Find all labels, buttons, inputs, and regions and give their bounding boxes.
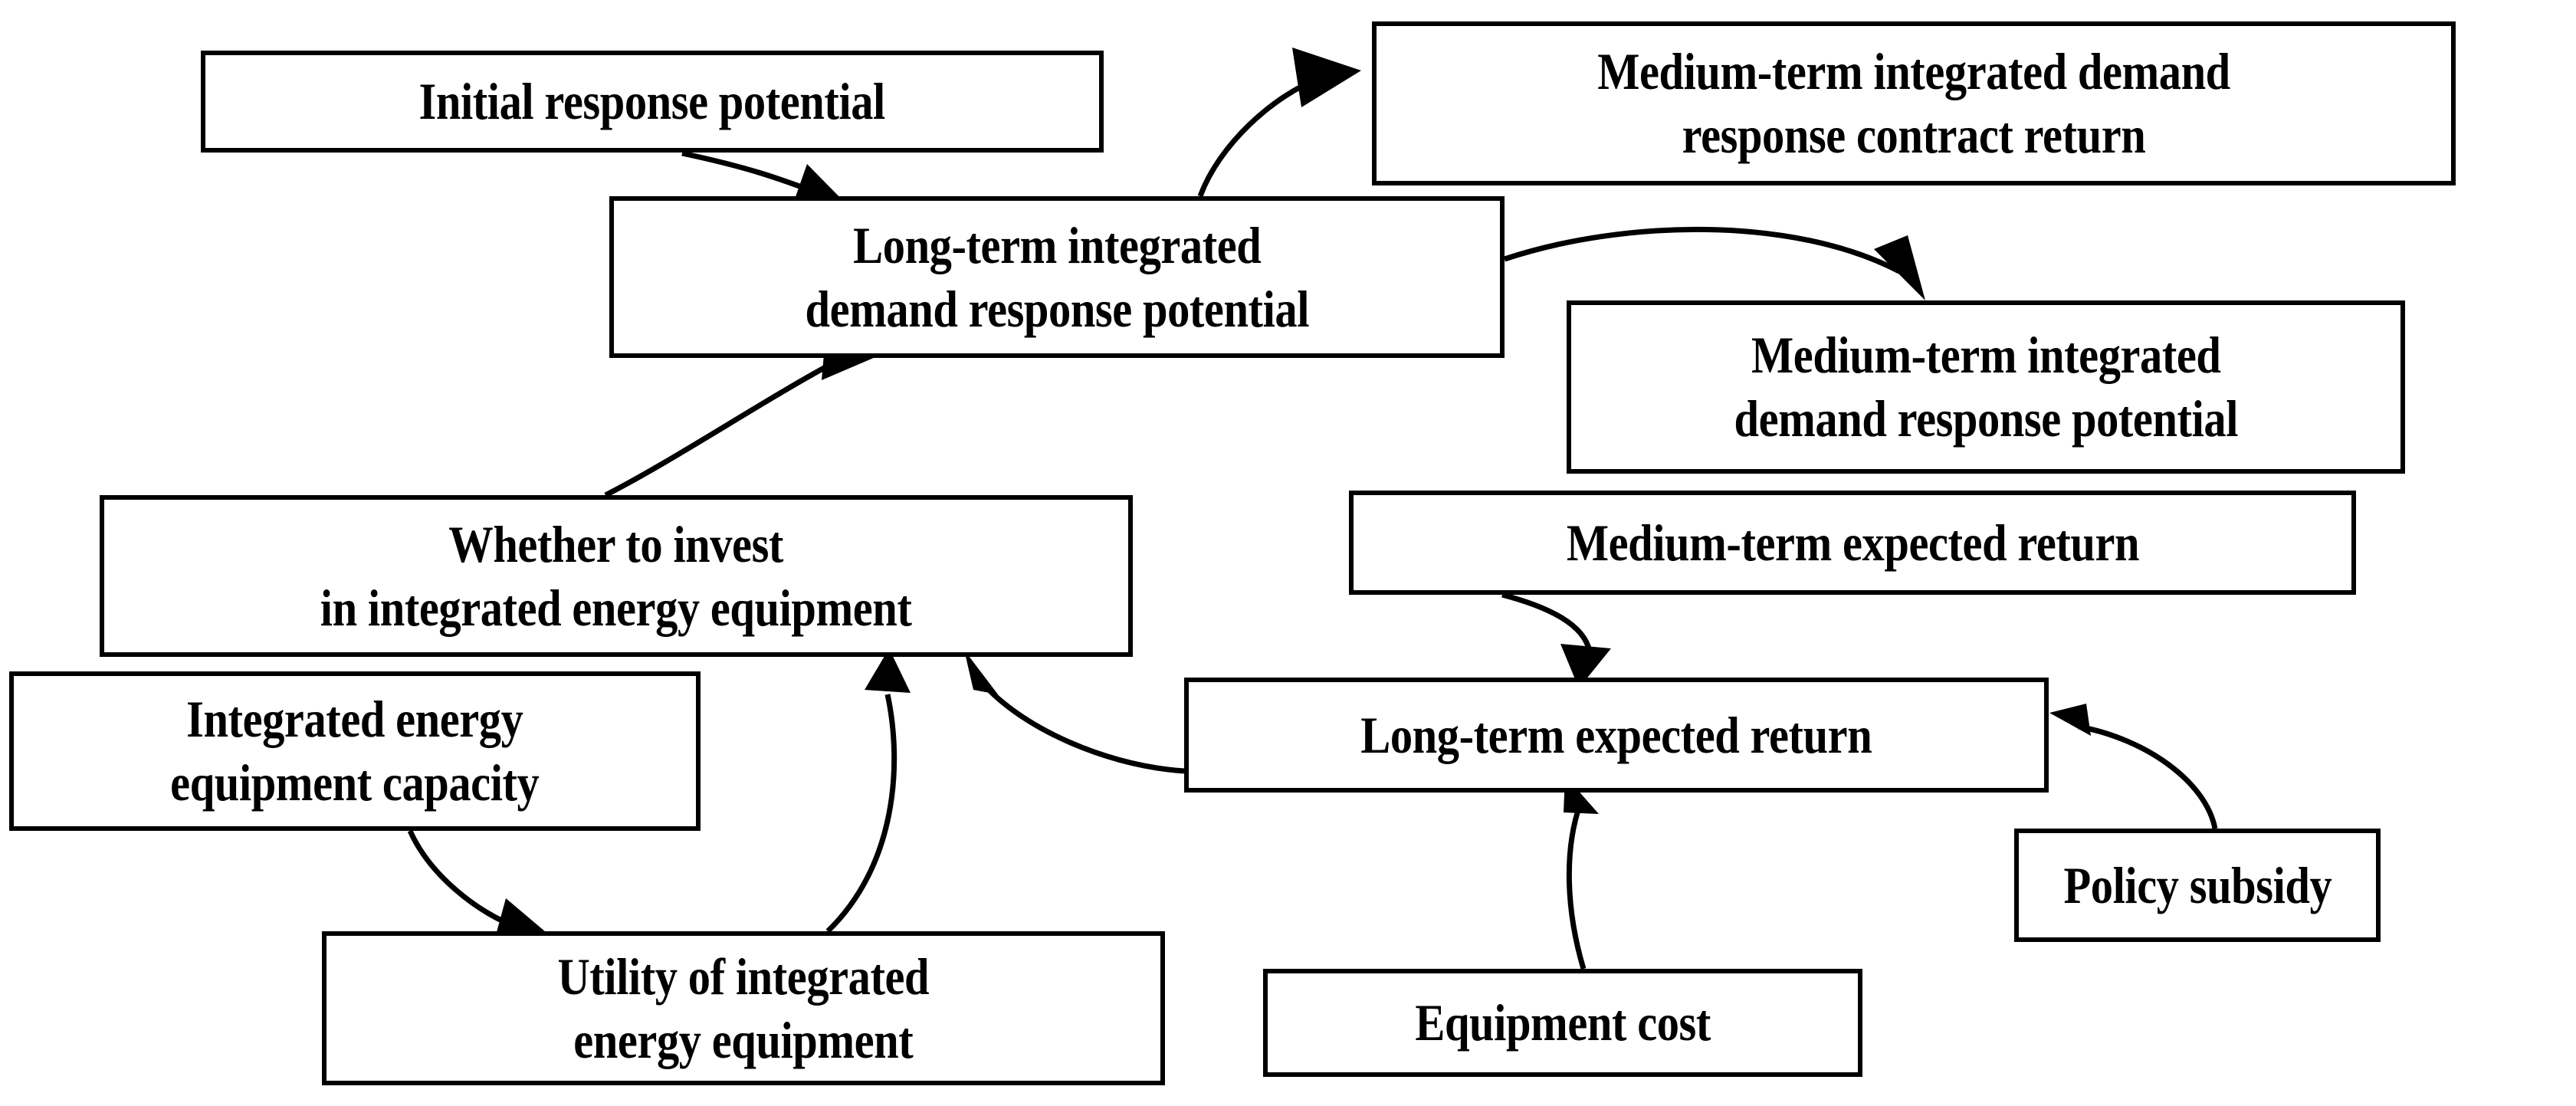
node-label: Equipment cost (1415, 993, 1711, 1052)
node-label: Whether to invest in integrated energy e… (320, 514, 912, 637)
node-label: Policy subsidy (2063, 855, 2332, 914)
node-label: Long-term integrated demand response pot… (805, 215, 1309, 338)
node-initial-response-potential[interactable]: Initial response potential (201, 51, 1104, 153)
edge-medium-return-to-longterm-return (1501, 592, 1611, 688)
arrowhead-icon (2049, 704, 2091, 736)
edge-line (977, 677, 1185, 774)
node-long-term-expected-return[interactable]: Long-term expected return (1184, 678, 2049, 793)
node-label: Medium-term integrated demand response p… (1734, 326, 2238, 448)
node-label: Utility of integrated energy equipment (557, 947, 930, 1069)
edge-longterm-return-to-whether (964, 650, 1185, 774)
arrowhead-icon (1560, 644, 1611, 688)
node-long-term-integrated-demand-response-potential[interactable]: Long-term integrated demand response pot… (609, 196, 1505, 358)
edge-line (2078, 724, 2218, 829)
node-label: Initial response potential (418, 72, 886, 131)
node-label: Medium-term integrated demand response c… (1597, 42, 2230, 164)
node-medium-term-integrated-demand-response-contract-return[interactable]: Medium-term integrated demand response c… (1372, 21, 2456, 185)
edge-capacity-to-utility (407, 829, 546, 932)
node-medium-term-integrated-demand-response-potential[interactable]: Medium-term integrated demand response p… (1567, 300, 2405, 474)
arrowhead-icon (964, 650, 998, 694)
edge-utility-to-whether (825, 648, 911, 934)
node-medium-term-expected-return[interactable]: Medium-term expected return (1349, 491, 2356, 595)
node-label: Integrated energy equipment capacity (170, 690, 540, 812)
node-whether-to-invest-in-integrated-energy-equipment[interactable]: Whether to invest in integrated energy e… (100, 495, 1133, 657)
edge-policy-subsidy-to-longterm-return (2049, 704, 2218, 829)
node-utility-of-integrated-energy-equipment[interactable]: Utility of integrated energy equipment (322, 931, 1165, 1085)
edge-equipment-cost-to-longterm-return (1564, 776, 1599, 970)
edge-line (825, 694, 897, 934)
edge-longterm-to-contract-return (1197, 48, 1361, 198)
node-label: Long-term expected return (1360, 705, 1872, 764)
edge-line (604, 359, 837, 498)
node-policy-subsidy[interactable]: Policy subsidy (2014, 829, 2381, 942)
edge-longterm-to-medium-potential (1503, 226, 1925, 300)
node-integrated-energy-equipment-capacity[interactable]: Integrated energy equipment capacity (9, 671, 701, 831)
edge-line (1503, 226, 1901, 274)
arrowhead-icon (497, 898, 546, 932)
arrowhead-icon (865, 648, 911, 693)
node-label: Medium-term expected return (1566, 513, 2139, 572)
node-equipment-cost[interactable]: Equipment cost (1263, 969, 1862, 1077)
arrowhead-icon (1874, 235, 1925, 300)
arrowhead-icon (1292, 48, 1361, 107)
edge-line (1566, 802, 1587, 970)
